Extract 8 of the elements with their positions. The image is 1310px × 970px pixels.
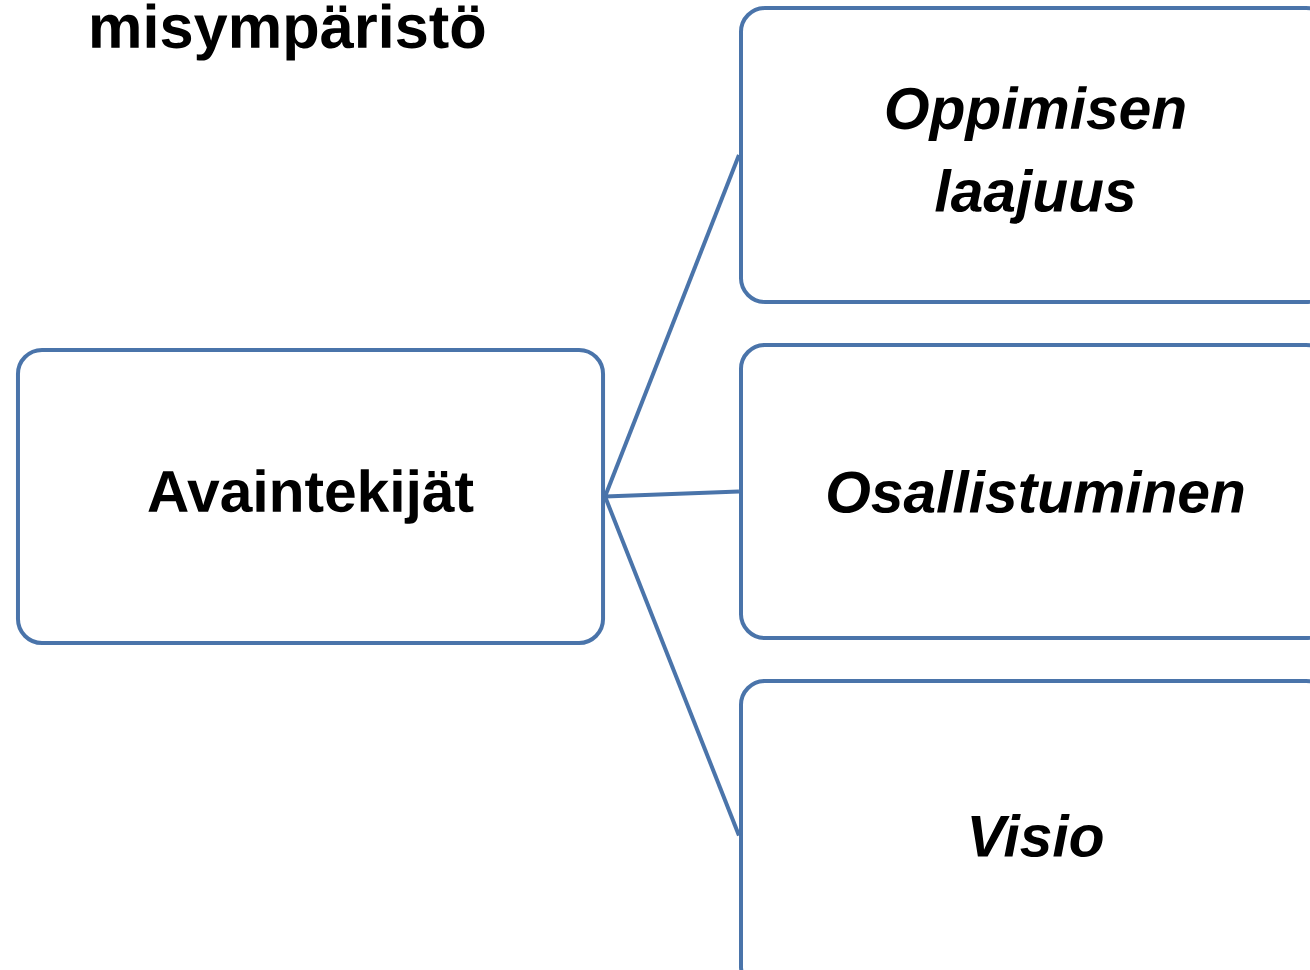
connector-line [603, 154, 741, 498]
title: misympäristö [91, 3, 485, 61]
text-box: Oppimisen laajuus [739, 6, 1310, 304]
connector-line [603, 495, 741, 837]
connector-line [604, 489, 740, 499]
text-box: Avaintekijät [16, 347, 606, 646]
text-box: Visio [739, 678, 1310, 970]
text-box: Osallistuminen [739, 342, 1310, 641]
